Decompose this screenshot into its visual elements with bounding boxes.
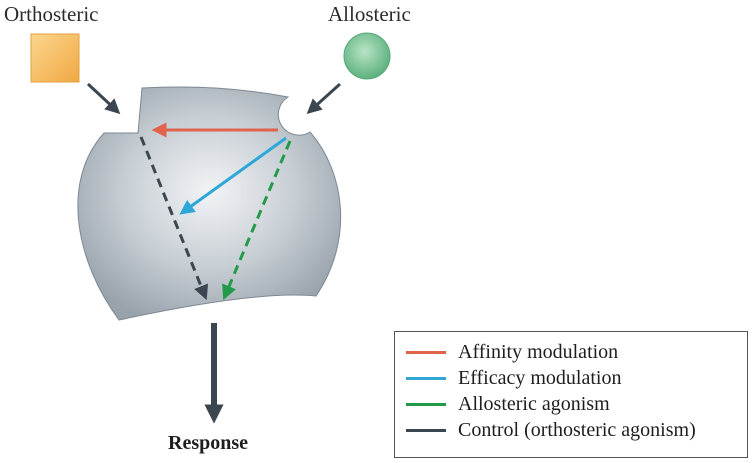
legend: Affinity modulation Efficacy modulation … xyxy=(394,331,748,458)
legend-item-control-orthosteric-agonism: Control (orthosteric agonism) xyxy=(395,419,747,441)
legend-item-affinity-modulation: Affinity modulation xyxy=(395,341,747,363)
legend-swatch-blue xyxy=(406,377,446,380)
response-label: Response xyxy=(168,432,249,454)
receptor-shape xyxy=(77,86,342,321)
legend-swatch-green xyxy=(406,403,446,406)
legend-label: Control (orthosteric agonism) xyxy=(458,419,696,441)
legend-label: Affinity modulation xyxy=(458,341,619,363)
orthosteric-binding-arrow xyxy=(86,82,121,115)
efficacy-modulation-arrow xyxy=(179,136,287,215)
allosteric-label: Allosteric xyxy=(328,2,411,26)
legend-swatch-dark xyxy=(406,429,446,432)
orthosteric-ligand-square xyxy=(30,33,80,83)
legend-swatch-red xyxy=(406,351,446,354)
allosteric-binding-arrow xyxy=(306,82,342,115)
allosteric-agonism-arrow xyxy=(222,140,292,301)
legend-item-efficacy-modulation: Efficacy modulation xyxy=(395,367,747,389)
legend-label: Allosteric agonism xyxy=(458,393,610,415)
orthosteric-label: Orthosteric xyxy=(4,2,99,26)
control-orthosteric-arrow xyxy=(139,136,209,301)
legend-label: Efficacy modulation xyxy=(458,367,622,389)
legend-item-allosteric-agonism: Allosteric agonism xyxy=(395,393,747,415)
allosteric-ligand-circle xyxy=(343,32,391,80)
